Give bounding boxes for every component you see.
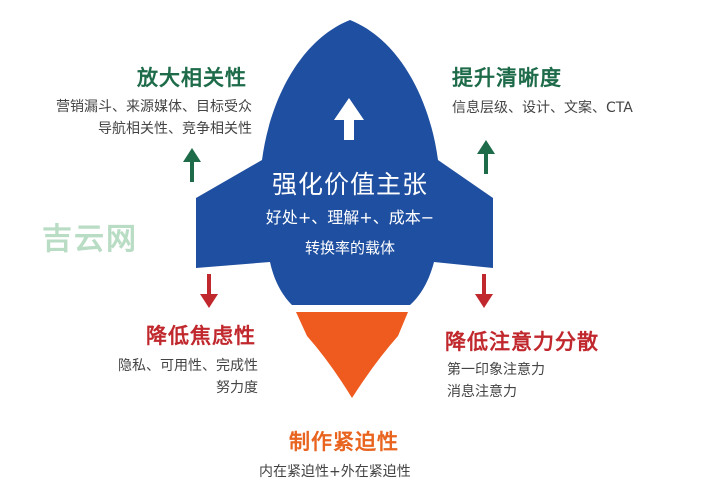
top-left-line-1: 营销漏斗、来源媒体、目标受众: [56, 99, 252, 115]
center-title: 强化价值主张: [271, 170, 428, 199]
bottom-left-line-1: 隐私、可用性、完成性: [118, 358, 258, 374]
bottom-right-title: 降低注意力分散: [445, 330, 599, 354]
arrow-down-left-icon: [200, 274, 218, 308]
bottom-right-line-1: 第一印象注意力: [447, 362, 545, 378]
bottom-right-desc: 第一印象注意力 消息注意力: [447, 359, 545, 403]
bottom-line-1: 内在紧迫性+外在紧迫性: [259, 464, 411, 480]
top-right-title: 提升清晰度: [452, 66, 562, 90]
top-left-title: 放大相关性: [137, 66, 247, 90]
arrow-up-right-icon: [477, 140, 495, 174]
center-line1: 好处+、理解+、成本−: [265, 208, 435, 227]
rocket-body: [196, 20, 493, 305]
arrow-down-right-icon: [475, 274, 493, 308]
top-left-desc: 营销漏斗、来源媒体、目标受众 导航相关性、竞争相关性: [20, 96, 252, 140]
top-right-line-1: 信息层级、设计、文案、CTA: [452, 100, 633, 116]
center-line2: 转换率的载体: [304, 239, 395, 257]
bottom-title: 制作紧迫性: [289, 430, 399, 454]
bottom-left-title: 降低焦虑性: [146, 324, 256, 348]
bottom-left-line-2: 努力度: [216, 380, 258, 396]
watermark: 吉云网: [42, 222, 138, 257]
bottom-right-line-2: 消息注意力: [447, 384, 517, 400]
bottom-left-desc: 隐私、可用性、完成性 努力度: [60, 355, 258, 399]
rocket-flame: [296, 312, 408, 398]
top-right-desc: 信息层级、设计、文案、CTA: [452, 97, 633, 119]
arrow-up-left-icon: [183, 148, 201, 182]
top-left-line-2: 导航相关性、竞争相关性: [98, 121, 252, 137]
bottom-desc: 内在紧迫性+外在紧迫性: [259, 461, 411, 483]
up-arrow-icon: [334, 98, 364, 140]
